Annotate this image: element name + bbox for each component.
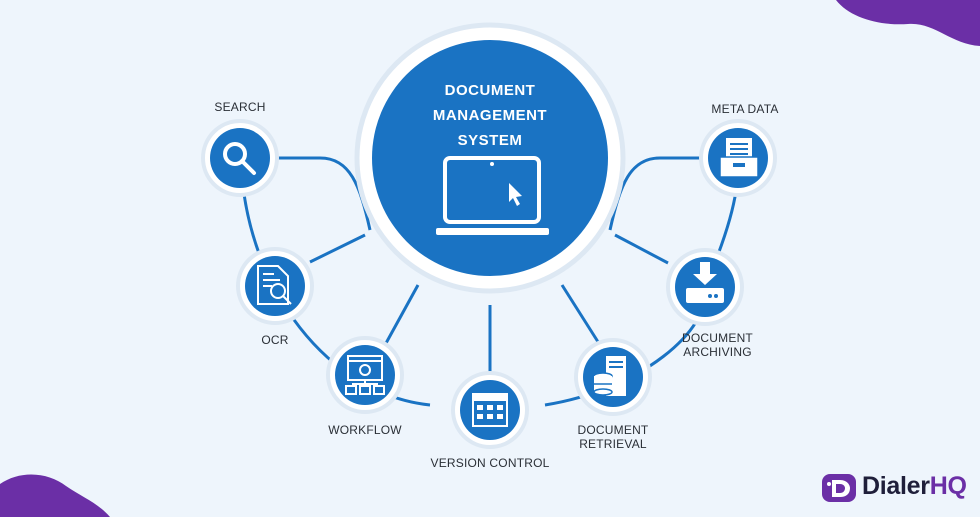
laptop-icon — [436, 156, 549, 235]
label-search: SEARCH — [200, 100, 280, 114]
search-icon — [223, 142, 256, 175]
label-workflow: WORKFLOW — [315, 423, 415, 437]
center-title-line-3: SYSTEM — [457, 132, 523, 149]
label-version-control: VERSION CONTROL — [420, 456, 560, 470]
center-title-line-1: DOCUMENT — [444, 82, 536, 99]
server-icon — [593, 356, 626, 396]
brand-name-suffix: HQ — [929, 472, 967, 500]
label-document-archiving-line-1: DOCUMENT — [682, 331, 753, 345]
brand-name: DialerHQ — [862, 472, 967, 501]
label-workflow-text: WORKFLOW — [328, 423, 402, 437]
center-hub — [354, 22, 626, 294]
decorative-blob-top-right — [836, 0, 980, 46]
brand-name-prefix: Dialer — [862, 472, 930, 500]
ocr-document-icon — [257, 265, 292, 305]
node-search[interactable] — [201, 119, 279, 197]
file-tray-icon — [719, 138, 759, 178]
label-meta-data-text: META DATA — [711, 102, 779, 116]
label-ocr: OCR — [245, 333, 305, 347]
node-meta-data[interactable] — [699, 119, 777, 197]
center-title: DOCUMENT MANAGEMENT SYSTEM — [420, 78, 560, 153]
label-meta-data: META DATA — [695, 102, 795, 116]
label-document-retrieval-line-2: RETRIEVAL — [579, 437, 647, 451]
label-ocr-text: OCR — [261, 333, 289, 347]
version-grid-icon — [472, 393, 508, 427]
node-ocr[interactable] — [236, 247, 314, 325]
node-workflow[interactable] — [326, 336, 404, 414]
label-document-retrieval: DOCUMENT RETRIEVAL — [563, 423, 663, 451]
brand-wordmark: DialerHQ — [862, 472, 967, 501]
workflow-icon — [345, 355, 385, 395]
node-document-retrieval[interactable] — [574, 338, 652, 416]
center-title-line-2: MANAGEMENT — [432, 107, 548, 124]
node-document-archiving[interactable] — [666, 248, 744, 326]
label-search-text: SEARCH — [214, 100, 266, 114]
dialerhq-logo-icon — [822, 474, 856, 502]
label-document-archiving: DOCUMENT ARCHIVING — [665, 331, 770, 359]
node-version-control[interactable] — [451, 371, 529, 449]
label-document-archiving-line-2: ARCHIVING — [683, 345, 752, 359]
download-drive-icon — [686, 262, 724, 303]
label-document-retrieval-line-1: DOCUMENT — [577, 423, 649, 437]
decorative-blob-bottom-left — [0, 474, 110, 517]
connector-spokes — [240, 156, 738, 380]
label-version-control-text: VERSION CONTROL — [430, 456, 550, 470]
